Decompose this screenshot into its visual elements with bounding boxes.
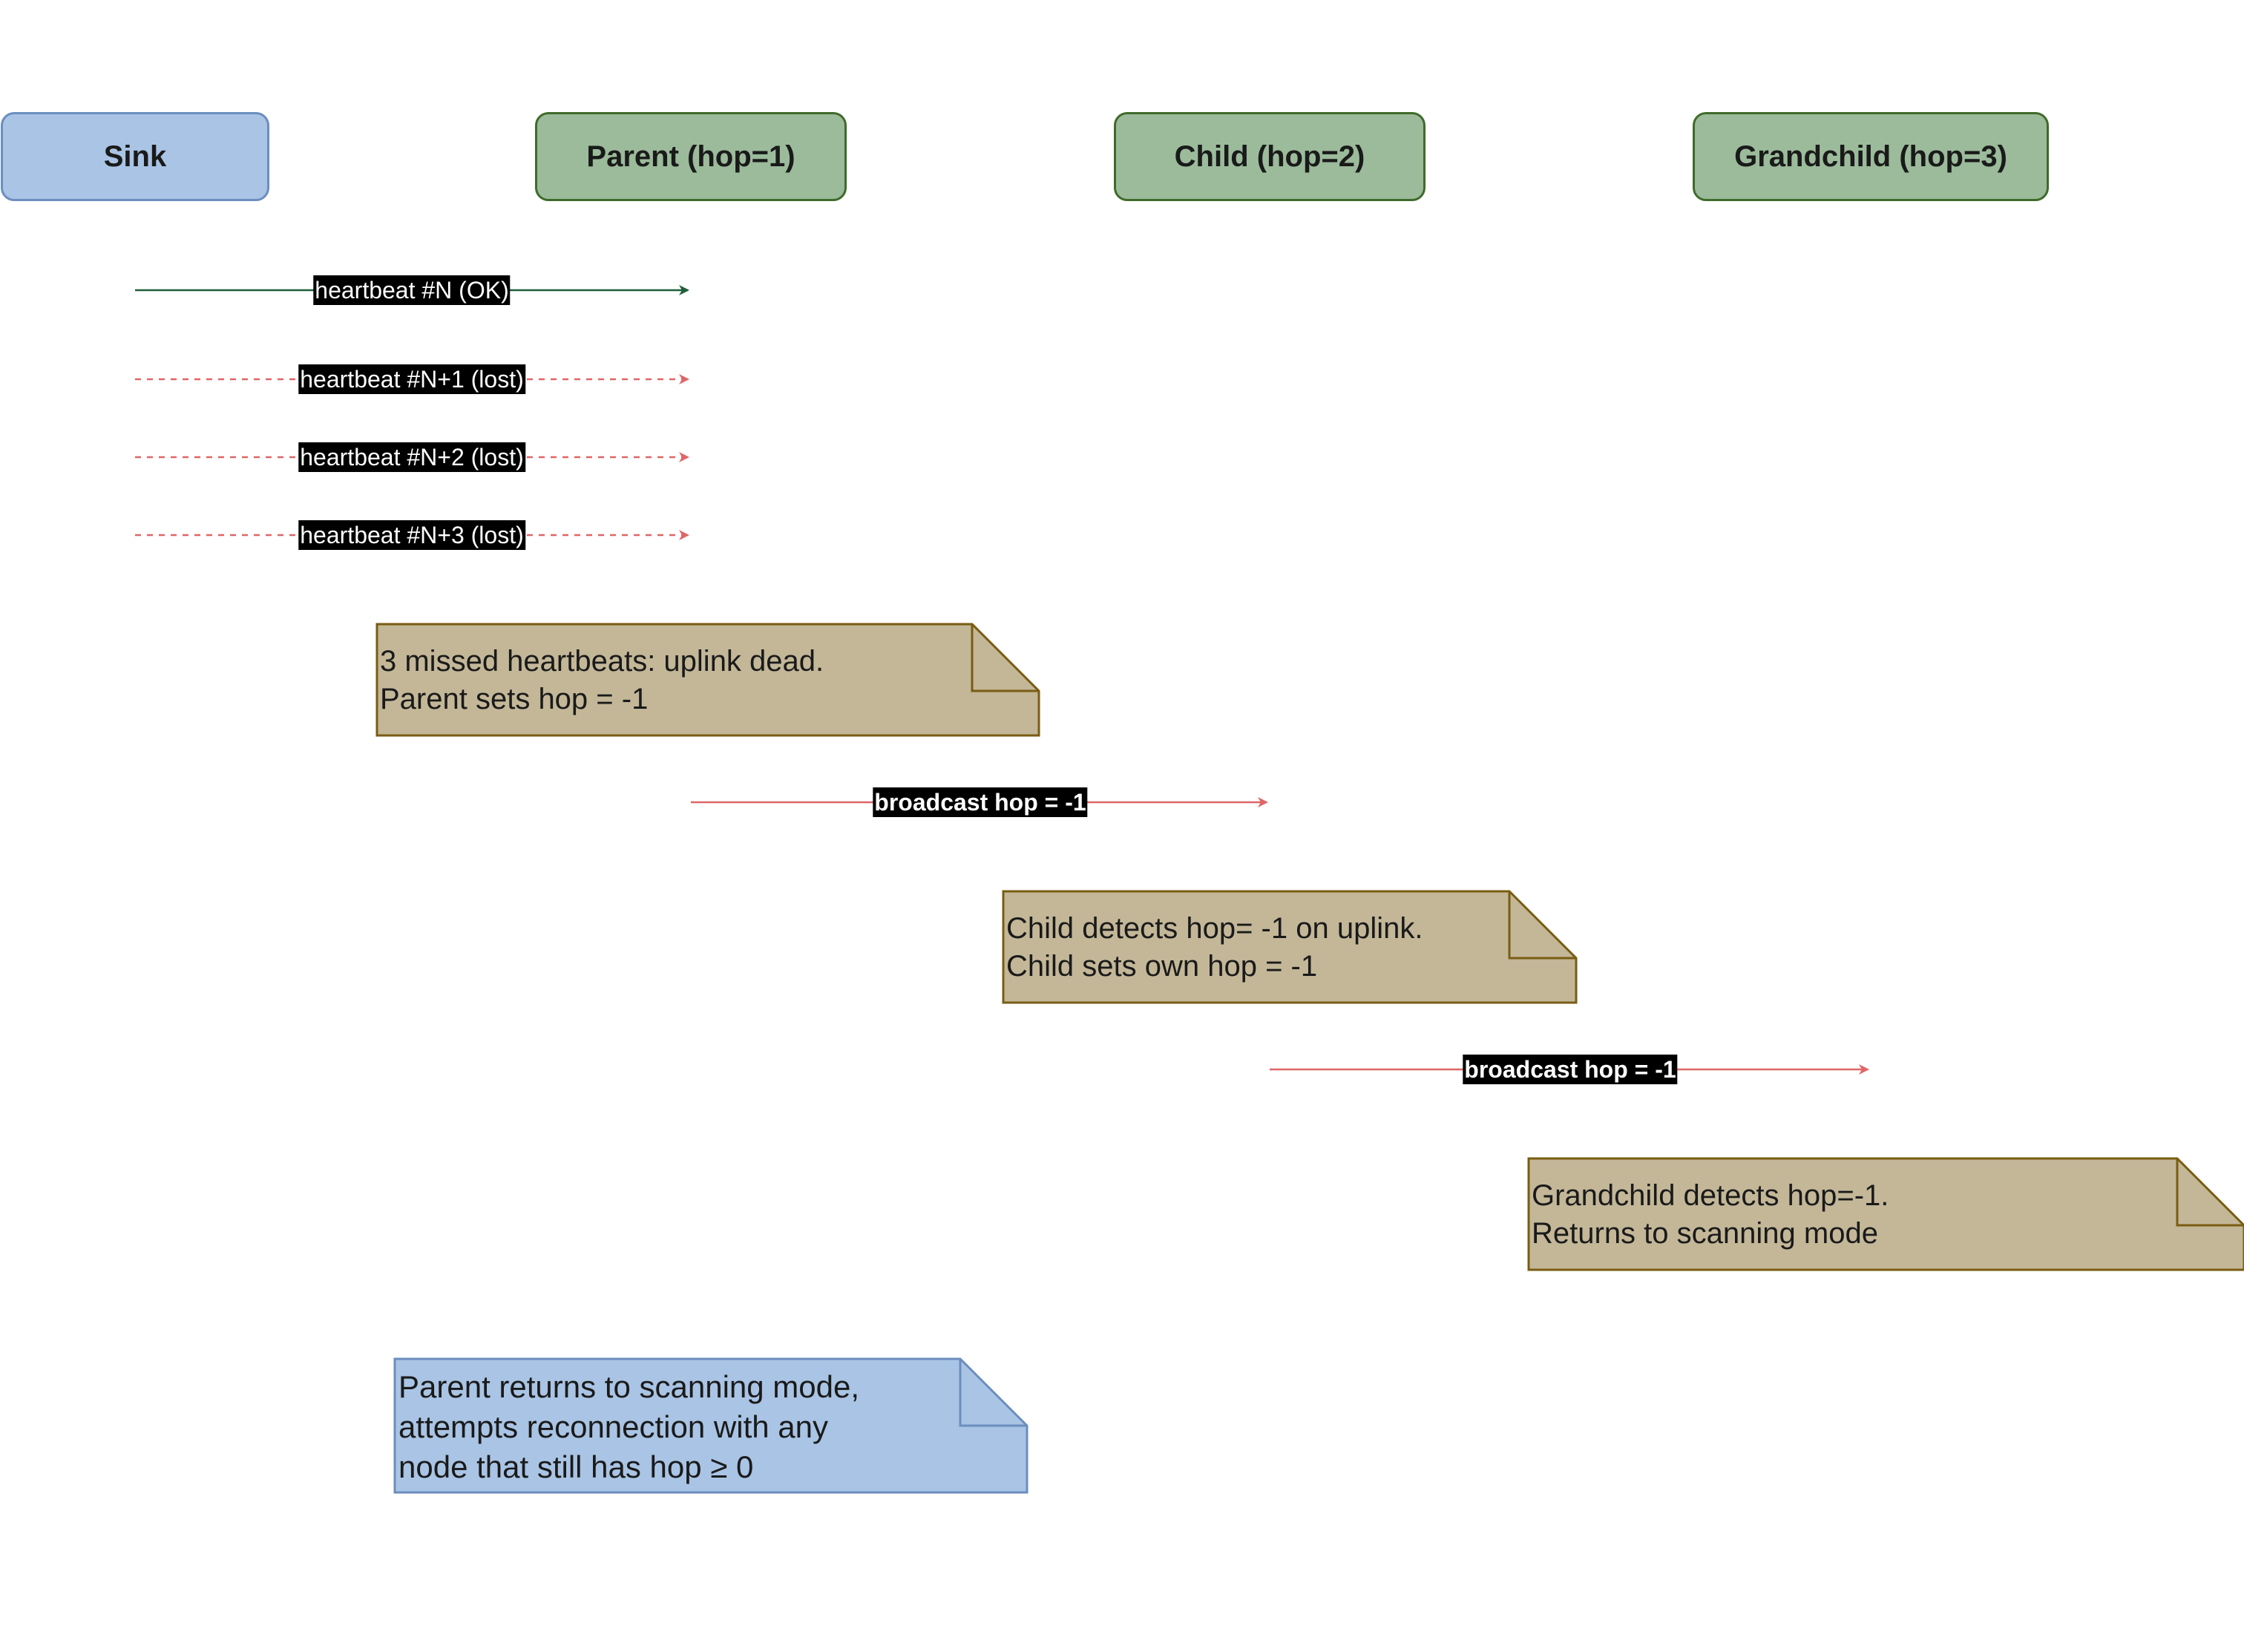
lifeline-child-label: Child (hop=2) — [1174, 140, 1365, 173]
lifeline-grandchild: Grandchild (hop=3) — [1693, 112, 2049, 201]
message-label-heartbeat-lost-3: heartbeat #N+3 (lost) — [298, 520, 525, 550]
message-label-broadcast-child: broadcast hop = -1 — [1463, 1055, 1678, 1084]
note-fold-1 — [971, 624, 1039, 692]
note-fold-2 — [1508, 891, 1576, 960]
note-parent-scanning: Parent returns to scanning mode, attempt… — [398, 1369, 860, 1484]
lifeline-sink: Sink — [1, 112, 269, 201]
message-label-heartbeat-ok: heartbeat #N (OK) — [313, 275, 511, 305]
note-fold-4 — [959, 1359, 1027, 1427]
note-shape-3 — [1527, 1157, 2244, 1271]
lifeline-child: Child (hop=2) — [1114, 112, 1426, 201]
message-label-heartbeat-lost-2: heartbeat #N+2 (lost) — [298, 442, 525, 472]
note-shape-4 — [393, 1357, 1028, 1494]
lifeline-sink-label: Sink — [103, 140, 167, 173]
message-label-broadcast-parent: broadcast hop = -1 — [873, 787, 1088, 817]
note-fold-3 — [2176, 1158, 2244, 1227]
lifeline-parent: Parent (hop=1) — [535, 112, 847, 201]
note-child-detects: Child detects hop= -1 on uplink. Child s… — [1006, 912, 1423, 983]
lifeline-grandchild-label: Grandchild (hop=3) — [1734, 140, 2007, 173]
note-parent-uplink-dead: 3 missed heartbeats: uplink dead. Parent… — [380, 645, 824, 715]
lifeline-parent-label: Parent (hop=1) — [586, 140, 795, 173]
note-grandchild-detects: Grandchild detects hop=-1. Returns to sc… — [1532, 1179, 1889, 1250]
note-shape-2 — [1002, 890, 1578, 1004]
note-shape-1 — [375, 623, 1040, 737]
message-label-heartbeat-lost-1: heartbeat #N+1 (lost) — [298, 364, 525, 394]
